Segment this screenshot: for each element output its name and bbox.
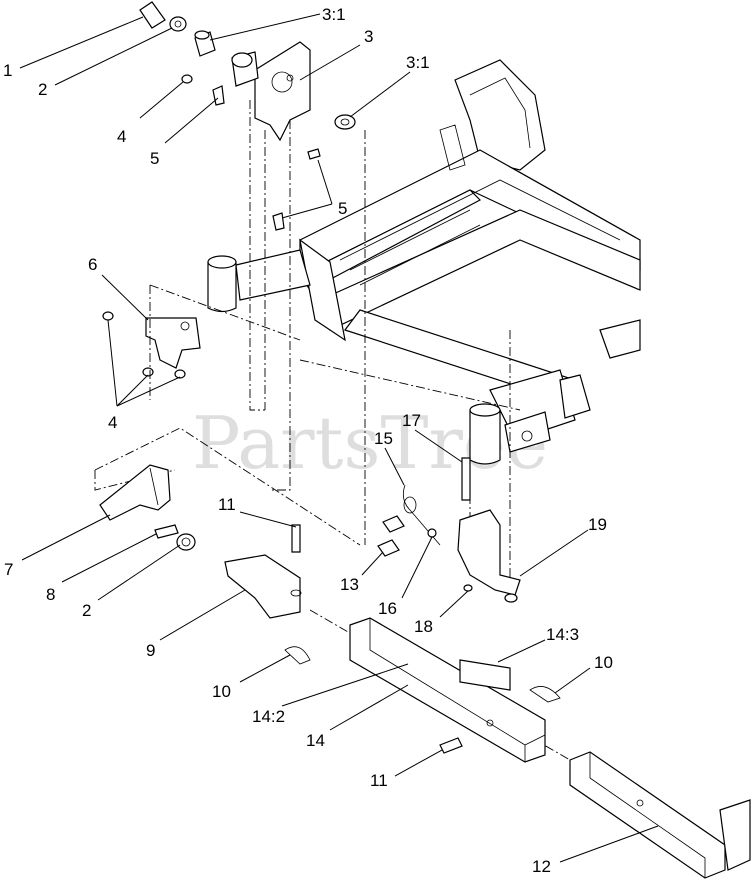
callout-14-3: 14:3	[546, 625, 579, 644]
callout-12: 12	[532, 857, 551, 876]
callout-18: 18	[414, 617, 433, 636]
callout-10-left: 10	[212, 682, 231, 701]
callout-5-left: 5	[150, 149, 159, 168]
callout-8: 8	[46, 585, 55, 604]
leader-lines	[19, 13, 659, 863]
callout-14: 14	[306, 731, 325, 750]
mower-frame	[207, 59, 641, 465]
callout-4-top: 4	[117, 127, 126, 146]
callout-9: 9	[146, 641, 155, 660]
callout-7: 7	[4, 560, 13, 579]
callout-19: 19	[588, 515, 607, 534]
callout-14-2: 14:2	[252, 707, 285, 726]
callout-labels: 1 2 3:1 3 3:1 4 5 5 6 4 7 8 2 9 11 10 13…	[3, 5, 613, 876]
callout-17: 17	[402, 411, 421, 430]
callout-3-1-top: 3:1	[322, 5, 346, 24]
callout-11-lower: 11	[370, 771, 388, 790]
callout-3-1-right: 3:1	[406, 53, 430, 72]
callout-10-right: 10	[594, 653, 613, 672]
callout-3: 3	[364, 27, 373, 46]
callout-4-lower: 4	[108, 413, 117, 432]
callout-5-right: 5	[338, 199, 347, 218]
pivot-bracket	[102, 1, 356, 379]
callout-1: 1	[3, 61, 12, 80]
callout-6: 6	[88, 255, 97, 274]
callout-16: 16	[378, 599, 397, 618]
lower-assembly	[99, 457, 751, 879]
callout-13: 13	[340, 575, 359, 594]
callout-2-top: 2	[38, 80, 47, 99]
callout-2-lower: 2	[82, 601, 91, 620]
callout-11-top: 11	[218, 495, 236, 514]
callout-15: 15	[374, 429, 393, 448]
